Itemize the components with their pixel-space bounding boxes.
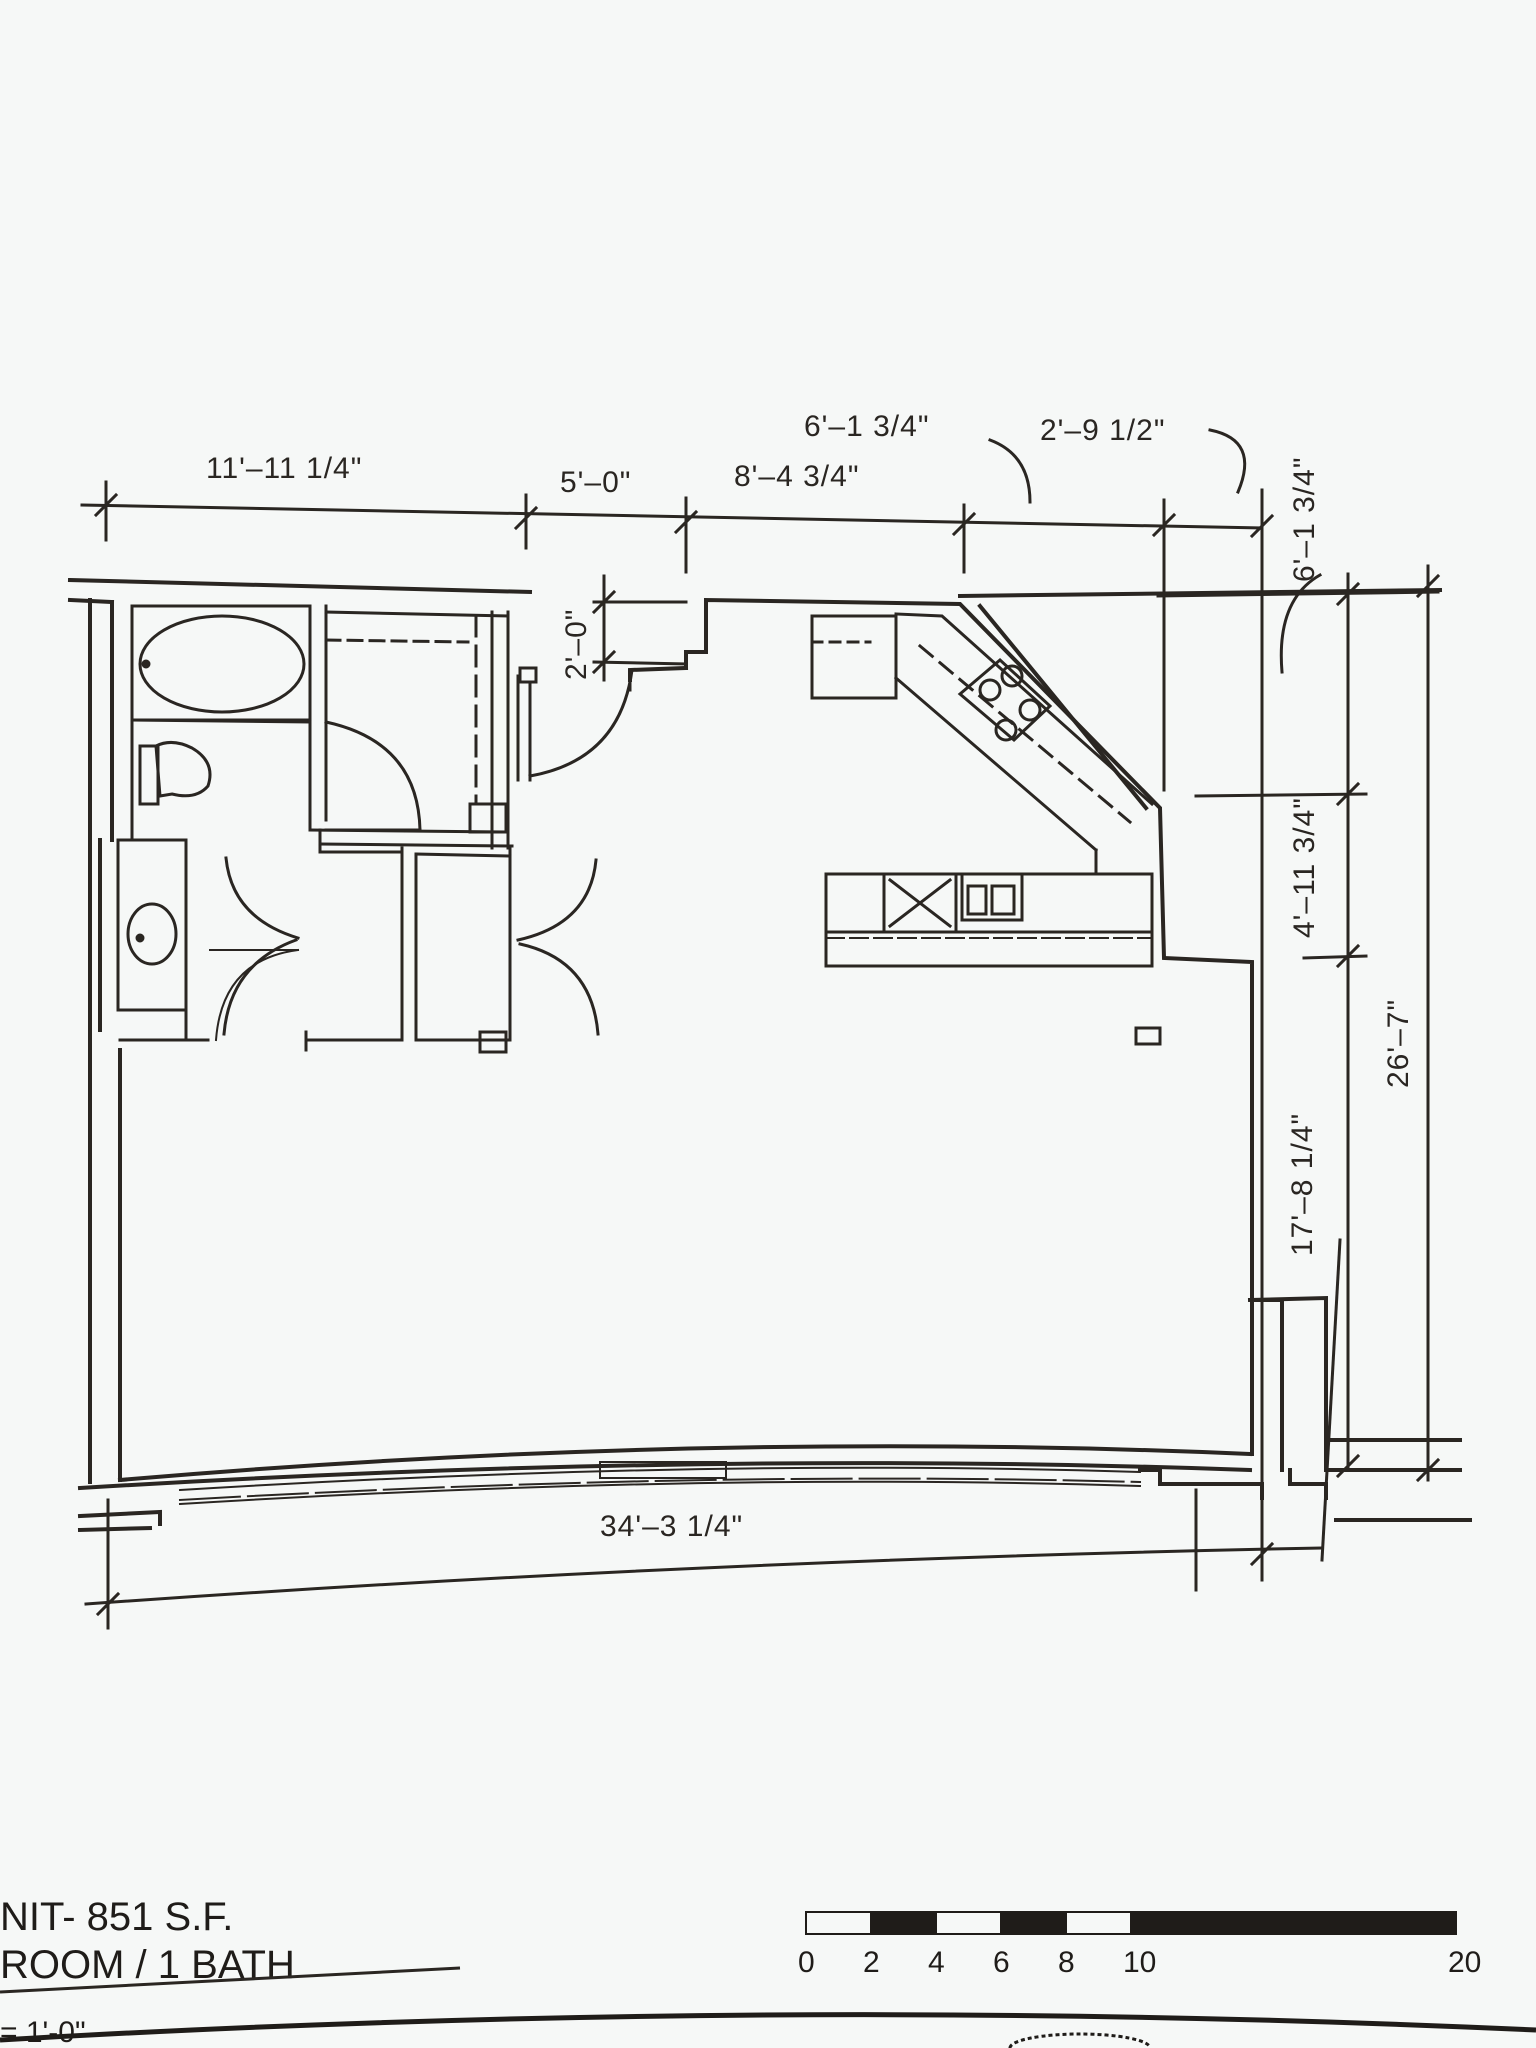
dim-top-eight: 8'–4 3/4" (734, 460, 859, 493)
scale-label: 20 (1448, 1946, 1481, 1979)
scale-segment (805, 1911, 872, 1935)
dim-bottom-overall: 34'–3 1/4" (600, 1510, 743, 1543)
stamp-mark (1008, 2032, 1152, 2048)
bottom-dimension-line (84, 1498, 1324, 1630)
dim-top-two-nine: 2'–9 1/2" (1040, 414, 1165, 447)
scale-segment (870, 1911, 937, 1935)
scale-label: 6 (993, 1946, 1010, 1979)
kitchen (810, 612, 1162, 1046)
door-dimension (591, 574, 688, 682)
dim-top-five: 5'–0" (560, 466, 631, 499)
scale-label: 8 (1058, 1946, 1075, 1979)
right-dimension-lines (1156, 564, 1441, 1592)
title-line-scale: = 1'-0" (0, 2016, 86, 2048)
dim-top-six-angled: 6'–1 3/4" (804, 410, 929, 443)
scale-segment (1000, 1911, 1067, 1935)
closets (209, 604, 634, 1054)
dim-right-overall: 26'–7" (1382, 999, 1415, 1088)
scale-label: 4 (928, 1946, 945, 1979)
dim-right-four: 4'–11 3/4" (1288, 797, 1321, 938)
scale-segment (1065, 1911, 1132, 1935)
cooktop (957, 657, 1053, 743)
page-edge (0, 2012, 1536, 2043)
dim-top-left-width: 11'–11 1/4" (206, 452, 362, 485)
scale-segment (1130, 1911, 1457, 1935)
dimension-labels: 11'–11 1/4" 5'–0" 8'–4 3/4" 6'–1 3/4" 2'… (206, 410, 1415, 1543)
title-line-unit: NIT- 851 S.F. (0, 1895, 233, 1939)
refrigerator (810, 614, 898, 700)
scale-bar: 0 2 4 6 8 10 20 (798, 1911, 1481, 1979)
bathtub (138, 614, 306, 714)
top-dimension-line (80, 428, 1323, 1122)
dim-right-seventeen: 17'–8 1/4" (1286, 1113, 1319, 1256)
dim-door-two: 2'–0" (560, 609, 593, 680)
bathroom (116, 604, 312, 1042)
scale-label: 0 (798, 1946, 815, 1979)
scale-label: 2 (863, 1946, 880, 1979)
dim-right-six-top: 6'–1 3/4" (1288, 457, 1321, 582)
exterior-walls (67, 577, 1472, 1533)
title-block: NIT- 851 S.F. ROOM / 1 BATH = 1'-0" (0, 1895, 461, 2048)
toilet (154, 741, 212, 798)
sink (126, 902, 178, 966)
scale-label: 10 (1123, 1946, 1156, 1979)
scale-segment (935, 1911, 1002, 1935)
